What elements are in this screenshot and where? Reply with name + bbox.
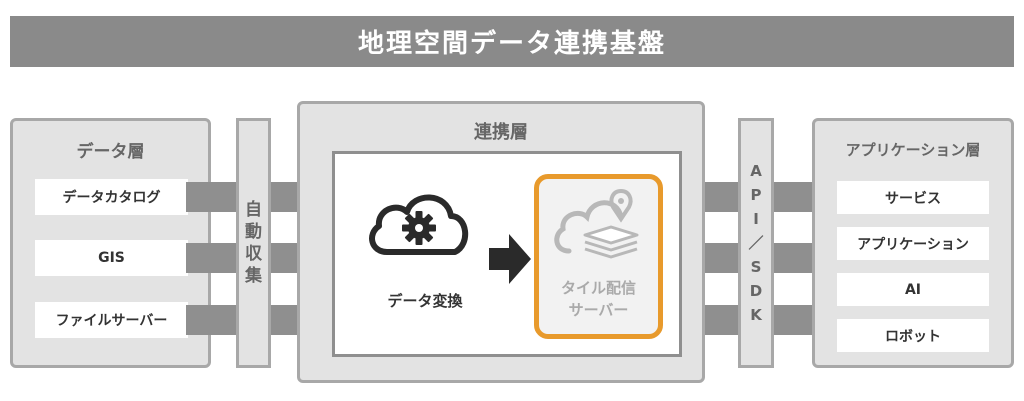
api-char: I — [753, 210, 759, 228]
link-layer-title: 連携層 — [474, 122, 528, 143]
tile-server-label-2: サーバー — [568, 301, 629, 319]
api-char: A — [750, 162, 762, 180]
arrow-data-to-collect-3 — [186, 296, 256, 344]
app-item-application: アプリケーション — [837, 227, 989, 260]
collect-char: 収 — [245, 244, 262, 264]
api-sdk-strip: A P I ／ S D K — [738, 118, 774, 368]
collect-char: 自 — [245, 200, 262, 220]
cloud-map-layers-icon — [554, 188, 639, 259]
app-item-robot: ロボット — [837, 319, 989, 352]
api-char: K — [750, 306, 762, 324]
arrow-api-to-app-2 — [770, 234, 830, 282]
right-arrow-icon — [489, 234, 531, 284]
collect-char: 動 — [245, 222, 262, 242]
auto-collect-strip: 自 動 収 集 — [236, 118, 271, 368]
app-item-ai: AI — [837, 273, 989, 306]
link-inner-box: データ変換 タイル配信 サーバー — [332, 151, 682, 357]
tile-server-label-1: タイル配信 — [560, 279, 636, 297]
data-convert-label: データ変換 — [387, 292, 463, 310]
data-item-file-server: ファイルサーバー — [35, 302, 188, 338]
page-title: 地理空間データ連携基盤 — [10, 16, 1014, 67]
api-char: P — [750, 186, 762, 204]
api-char: D — [749, 282, 763, 300]
api-char: ／ — [748, 234, 764, 252]
app-layer-title: アプリケーション層 — [845, 141, 981, 159]
arrow-api-to-app-3 — [770, 296, 830, 344]
collect-char: 集 — [245, 266, 262, 286]
data-item-gis: GIS — [35, 240, 188, 276]
cloud-gear-icon — [369, 194, 468, 255]
arrow-api-to-app-1 — [770, 173, 830, 221]
arrow-data-to-collect-2 — [186, 234, 256, 282]
arrow-data-to-collect-1 — [186, 173, 256, 221]
data-layer-title: データ層 — [76, 142, 145, 162]
app-item-service: サービス — [837, 181, 989, 214]
tile-server-box: タイル配信 サーバー — [534, 174, 663, 339]
api-char: S — [750, 258, 762, 276]
data-item-catalog: データカタログ — [35, 179, 188, 215]
